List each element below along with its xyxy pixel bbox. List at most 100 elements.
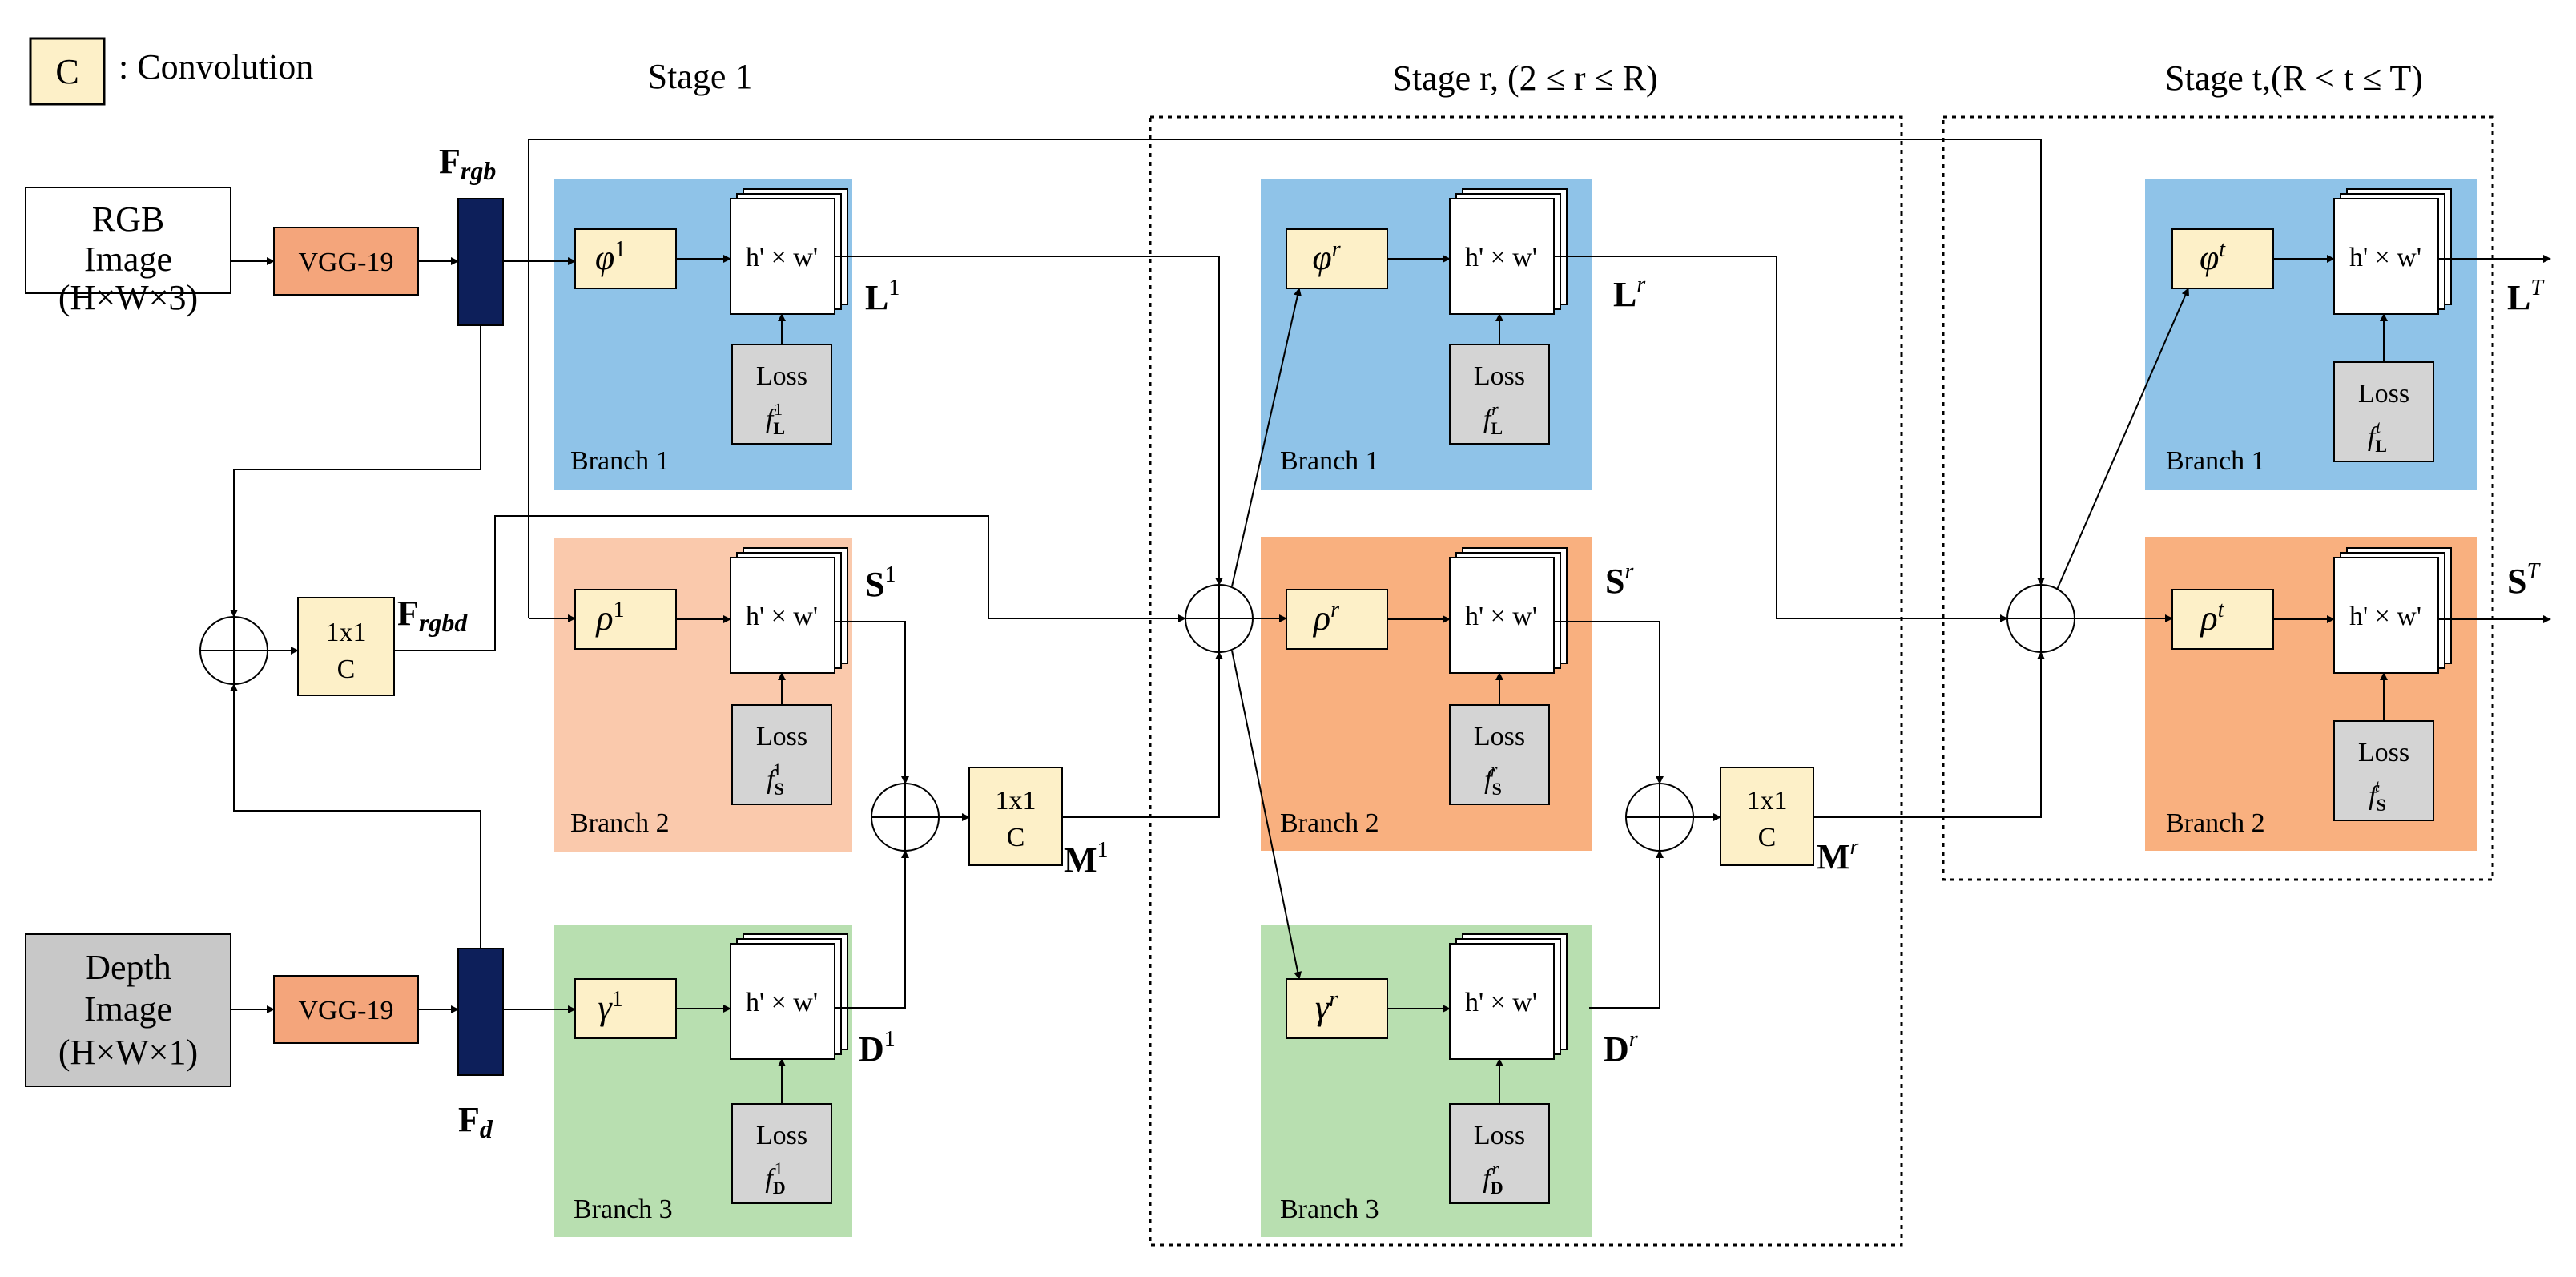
label-L1: L1 xyxy=(865,276,900,317)
s1-map-S: h' × w' xyxy=(730,547,848,674)
sr-loss-L: Loss fLr xyxy=(1449,344,1550,445)
label-Mr: Mr xyxy=(1817,835,1859,876)
svg-text:h' × w': h' × w' xyxy=(1465,602,1537,631)
legend-conv-box xyxy=(29,37,106,106)
svg-text:fSt: fSt xyxy=(2369,775,2386,815)
depth-line-1: Depth xyxy=(85,948,171,987)
label-Sr: Sr xyxy=(1605,559,1633,601)
svg-text:Loss: Loss xyxy=(1474,722,1525,751)
svg-text:fLr: fLr xyxy=(1483,399,1503,438)
svg-text:Loss: Loss xyxy=(1474,361,1525,391)
svg-text:C: C xyxy=(1007,823,1025,852)
depth-line-2: Image xyxy=(84,989,172,1029)
rgb-image-box: RGB Image (H×W×3) xyxy=(25,187,231,317)
st-map-L: h' × w' xyxy=(2333,188,2452,315)
s1-conv-M-box: 1x1 C xyxy=(968,767,1063,866)
s1-map-D: h' × w' xyxy=(730,933,848,1060)
st-loss-L: Loss fLt xyxy=(2333,361,2434,462)
rgb-line-3: (H×W×3) xyxy=(58,278,198,317)
svg-text:γ1: γ1 xyxy=(598,987,622,1027)
sr-gamma-box: γr xyxy=(1286,978,1388,1039)
sr-branch1-label: Branch 1 xyxy=(1280,446,1379,476)
label-Lr: Lr xyxy=(1613,272,1645,314)
sr-loss-S: Loss fSr xyxy=(1449,704,1550,805)
svg-text:Loss: Loss xyxy=(2358,379,2409,409)
st-loss-S: Loss fSt xyxy=(2333,720,2434,821)
svg-text:h' × w': h' × w' xyxy=(746,988,818,1017)
st-rho-box: ρt xyxy=(2171,589,2274,650)
fusion-sum-st-in xyxy=(2006,584,2075,653)
svg-text:h' × w': h' × w' xyxy=(1465,988,1537,1017)
sr-conv-M-box: 1x1 C xyxy=(1720,767,1814,866)
legend-conv-letter: C xyxy=(55,52,78,91)
feature-rgbd-label: Frgbd xyxy=(397,594,468,637)
fusion-sum-sr xyxy=(1625,783,1694,852)
svg-text:Loss: Loss xyxy=(756,722,807,751)
svg-text:γr: γr xyxy=(1315,987,1338,1027)
s1-branch3-label: Branch 3 xyxy=(574,1194,673,1224)
s1-loss-S: Loss fS1 xyxy=(731,704,832,805)
depth-image-box: Depth Image (H×W×1) xyxy=(25,933,231,1087)
feature-depth-label: Fd xyxy=(458,1100,493,1143)
svg-text:fSr: fSr xyxy=(1484,759,1502,799)
svg-text:1x1: 1x1 xyxy=(1747,786,1788,816)
svg-text:fL1: fL1 xyxy=(766,399,785,438)
feature-rgb-label: Frgb xyxy=(439,142,496,185)
svg-text:ρ1: ρ1 xyxy=(594,598,624,638)
depth-line-3: (H×W×1) xyxy=(58,1033,198,1072)
sr-loss-D: Loss fDr xyxy=(1449,1103,1550,1204)
svg-text:fLt: fLt xyxy=(2368,417,2387,456)
sr-map-S: h' × w' xyxy=(1449,547,1568,674)
svg-text:h' × w': h' × w' xyxy=(2349,243,2421,272)
svg-text:Loss: Loss xyxy=(756,1121,807,1150)
s1-loss-D: Loss fD1 xyxy=(731,1103,832,1204)
svg-text:Loss: Loss xyxy=(2358,738,2409,767)
svg-text:h' × w': h' × w' xyxy=(746,243,818,272)
conv-1x1-fuse-box: 1x1 C xyxy=(297,597,395,696)
feature-rgb-bar xyxy=(457,198,504,326)
rgb-line-1: RGB xyxy=(92,199,164,239)
st-map-S: h' × w' xyxy=(2333,547,2452,674)
feature-depth-bar xyxy=(457,948,504,1076)
svg-text:φt: φt xyxy=(2200,237,2226,277)
svg-text:h' × w': h' × w' xyxy=(2349,602,2421,631)
sr-phi-box: φr xyxy=(1286,228,1388,289)
stage-t-frame xyxy=(1942,115,2494,881)
svg-text:ρt: ρt xyxy=(2200,598,2225,638)
legend-conv-text: : Convolution xyxy=(119,47,313,87)
sr-map-L: h' × w' xyxy=(1449,188,1568,315)
st-phi-box: φt xyxy=(2171,228,2274,289)
connectors xyxy=(230,139,2551,1104)
svg-text:φr: φr xyxy=(1312,237,1340,277)
s1-loss-L: Loss fL1 xyxy=(731,344,832,445)
label-S1: S1 xyxy=(865,562,896,604)
label-D1: D1 xyxy=(859,1027,896,1069)
svg-text:h' × w': h' × w' xyxy=(746,602,818,631)
svg-text:h' × w': h' × w' xyxy=(1465,243,1537,272)
stage-r-title: Stage r, (2 ≤ r ≤ R) xyxy=(1392,58,1657,98)
stage-t-title: Stage t,(R < t ≤ T) xyxy=(2165,58,2423,98)
stage-1-title: Stage 1 xyxy=(648,57,753,96)
st-branch1-label: Branch 1 xyxy=(2166,446,2265,476)
s1-branch2-label: Branch 2 xyxy=(570,808,670,838)
label-ST: ST xyxy=(2507,559,2541,601)
fusion-sum-left xyxy=(199,616,268,685)
sr-map-D: h' × w' xyxy=(1449,933,1568,1060)
fusion-sum-s1 xyxy=(871,783,940,852)
vgg-rgb-label: VGG-19 xyxy=(299,248,394,277)
svg-text:fS1: fS1 xyxy=(767,759,784,799)
sr-rho-box: ρr xyxy=(1286,589,1388,650)
sr-branch2-label: Branch 2 xyxy=(1280,808,1379,838)
s1-rho-box: ρ1 xyxy=(574,589,677,650)
svg-text:C: C xyxy=(1758,823,1777,852)
label-M1: M1 xyxy=(1064,838,1109,880)
fusion-sum-sr-in xyxy=(1185,584,1254,653)
svg-text:1x1: 1x1 xyxy=(996,786,1036,816)
s1-gamma-box: γ1 xyxy=(574,978,677,1039)
svg-text:fD1: fD1 xyxy=(765,1158,785,1198)
svg-text:1x1: 1x1 xyxy=(326,618,367,647)
label-LT: LT xyxy=(2507,276,2545,317)
st-branch2-label: Branch 2 xyxy=(2166,808,2265,838)
s1-map-L: h' × w' xyxy=(730,188,848,315)
